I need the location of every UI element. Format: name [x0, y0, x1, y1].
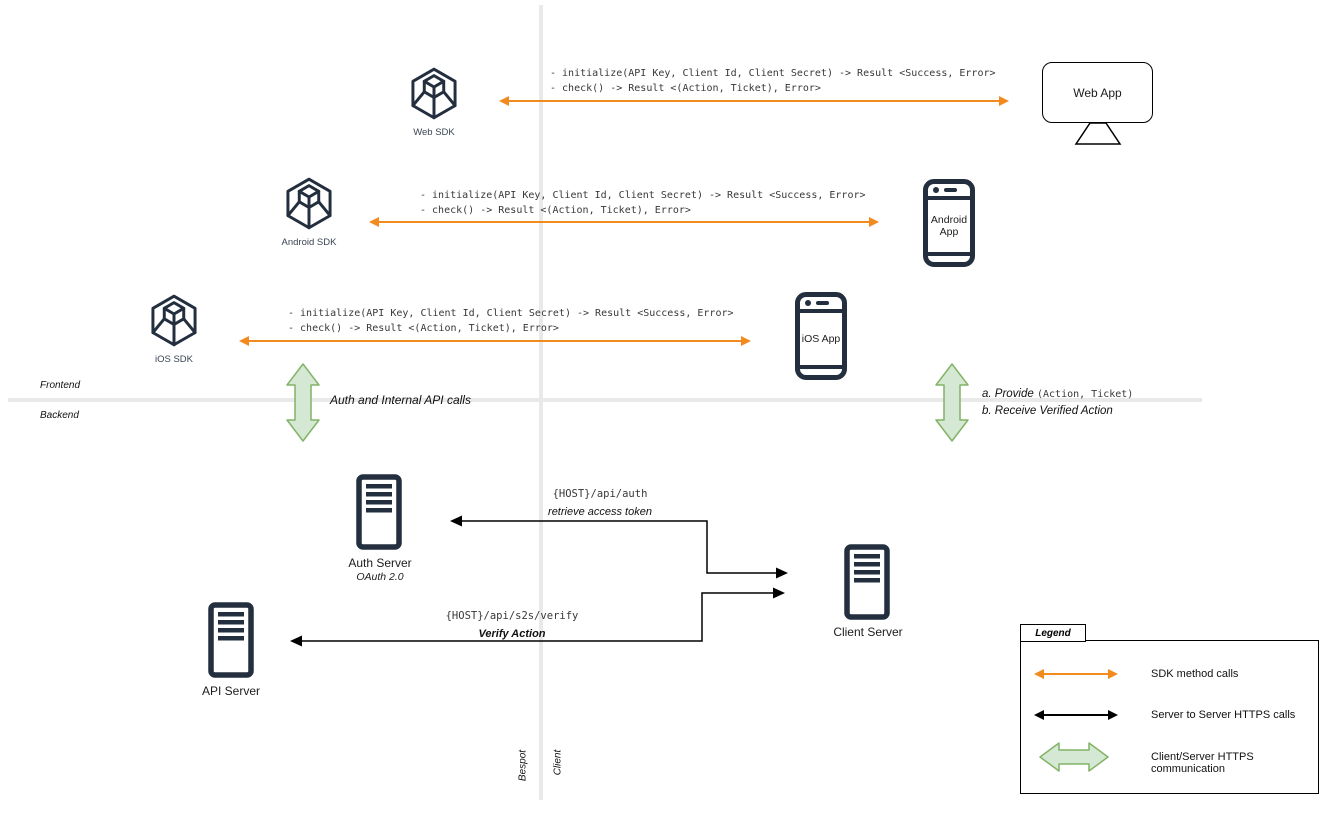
- verify-endpoint-label: {HOST}/api/s2s/verify Verify Action: [422, 609, 602, 642]
- provide-label-mono: (Action, Ticket): [1036, 389, 1134, 400]
- sdk-cube-icon: [151, 294, 197, 347]
- legend-box: SDK method calls Server to Server HTTPS …: [1020, 640, 1319, 794]
- android-app-label: Android App: [930, 214, 968, 238]
- auth-endpoint: {HOST}/api/auth: [552, 488, 648, 500]
- legend: Legend SDK method calls Server to Server…: [1020, 624, 1320, 795]
- sdk-cube-icon: [286, 177, 332, 230]
- web-sdk-label: Web SDK: [413, 127, 455, 138]
- android-sdk-api-line2: - check() -> Result <(Action, Ticket), E…: [420, 205, 691, 216]
- https-bridge-arrow-left: [286, 363, 320, 442]
- receive-label: b. Receive Verified Action: [982, 405, 1113, 417]
- client-zone-label: Client: [552, 749, 564, 776]
- legend-item-s2s-calls: Server to Server HTTPS calls: [1151, 709, 1296, 721]
- legend-item-https-comm: Client/Server HTTPS communication: [1151, 751, 1254, 775]
- legend-black-double-arrow-icon: [1034, 710, 1118, 720]
- android-sdk-api-line1: - initialize(API Key, Client Id, Client …: [420, 190, 866, 201]
- web-app-label: Web App: [1073, 85, 1122, 100]
- web-sdk-api-line1: - initialize(API Key, Client Id, Client …: [550, 68, 996, 79]
- phone-icon: iOS App: [795, 292, 847, 380]
- s2s-arrow-verify: [290, 587, 785, 647]
- auth-endpoint-desc: retrieve access token: [548, 506, 652, 518]
- phone-camera-icon: [933, 187, 939, 193]
- ios-sdk-api-line1: - initialize(API Key, Client Id, Client …: [288, 308, 734, 319]
- auth-server-sub-label: OAuth 2.0: [356, 571, 404, 583]
- ios-sdk-api-line2: - check() -> Result <(Action, Ticket), E…: [288, 323, 559, 334]
- provide-receive-labels: a. Provide (Action, Ticket) b. Receive V…: [982, 387, 1133, 417]
- server-icon-api: [208, 602, 254, 678]
- frontend-zone-label: Frontend: [40, 380, 81, 391]
- frontend-backend-divider: [8, 398, 1202, 402]
- https-bridge-arrow-right: [935, 363, 969, 442]
- company-zone-divider: [539, 5, 543, 800]
- client-server-label: Client Server: [833, 625, 903, 639]
- auth-endpoint-label: {HOST}/api/auth retrieve access token: [510, 487, 690, 520]
- sdk-cube-icon: [411, 67, 457, 120]
- bespot-zone-label: Bespot: [517, 749, 529, 782]
- web-sdk-api-line2: - check() -> Result <(Action, Ticket), E…: [550, 83, 821, 94]
- server-icon-auth: [356, 474, 402, 550]
- api-server-label: API Server: [201, 684, 261, 698]
- verify-endpoint: {HOST}/api/s2s/verify: [445, 610, 579, 622]
- verify-endpoint-desc: Verify Action: [478, 628, 546, 640]
- legend-orange-double-arrow-icon: [1034, 669, 1118, 679]
- server-icon-client: [844, 544, 890, 620]
- provide-label: a. Provide (Action, Ticket): [982, 387, 1133, 402]
- provide-label-italic: a. Provide: [982, 388, 1034, 400]
- ios-sdk-label: iOS SDK: [154, 354, 193, 365]
- phone-speaker-icon: [944, 188, 957, 192]
- s2s-arrow-auth: [450, 515, 788, 579]
- auth-server-label: Auth Server: [348, 556, 412, 570]
- ios-app-label: iOS App: [801, 333, 841, 345]
- monitor-icon: Web App: [1042, 62, 1153, 123]
- phone-icon: Android App: [923, 179, 975, 267]
- sdk-call-arrow-android: [369, 217, 879, 227]
- monitor-stand-icon: [1074, 122, 1122, 145]
- sdk-call-arrow-web: [499, 96, 1009, 106]
- legend-item-sdk-calls: SDK method calls: [1151, 668, 1239, 680]
- backend-zone-label: Backend: [40, 410, 79, 421]
- phone-speaker-icon: [816, 301, 829, 305]
- phone-camera-icon: [805, 300, 811, 306]
- legend-green-block-arrow-icon: [1039, 742, 1109, 772]
- legend-title: Legend: [1020, 624, 1086, 642]
- auth-internal-calls-label: Auth and Internal API calls: [330, 393, 471, 407]
- sdk-call-arrow-ios: [239, 336, 751, 346]
- android-sdk-label: Android SDK: [281, 237, 337, 248]
